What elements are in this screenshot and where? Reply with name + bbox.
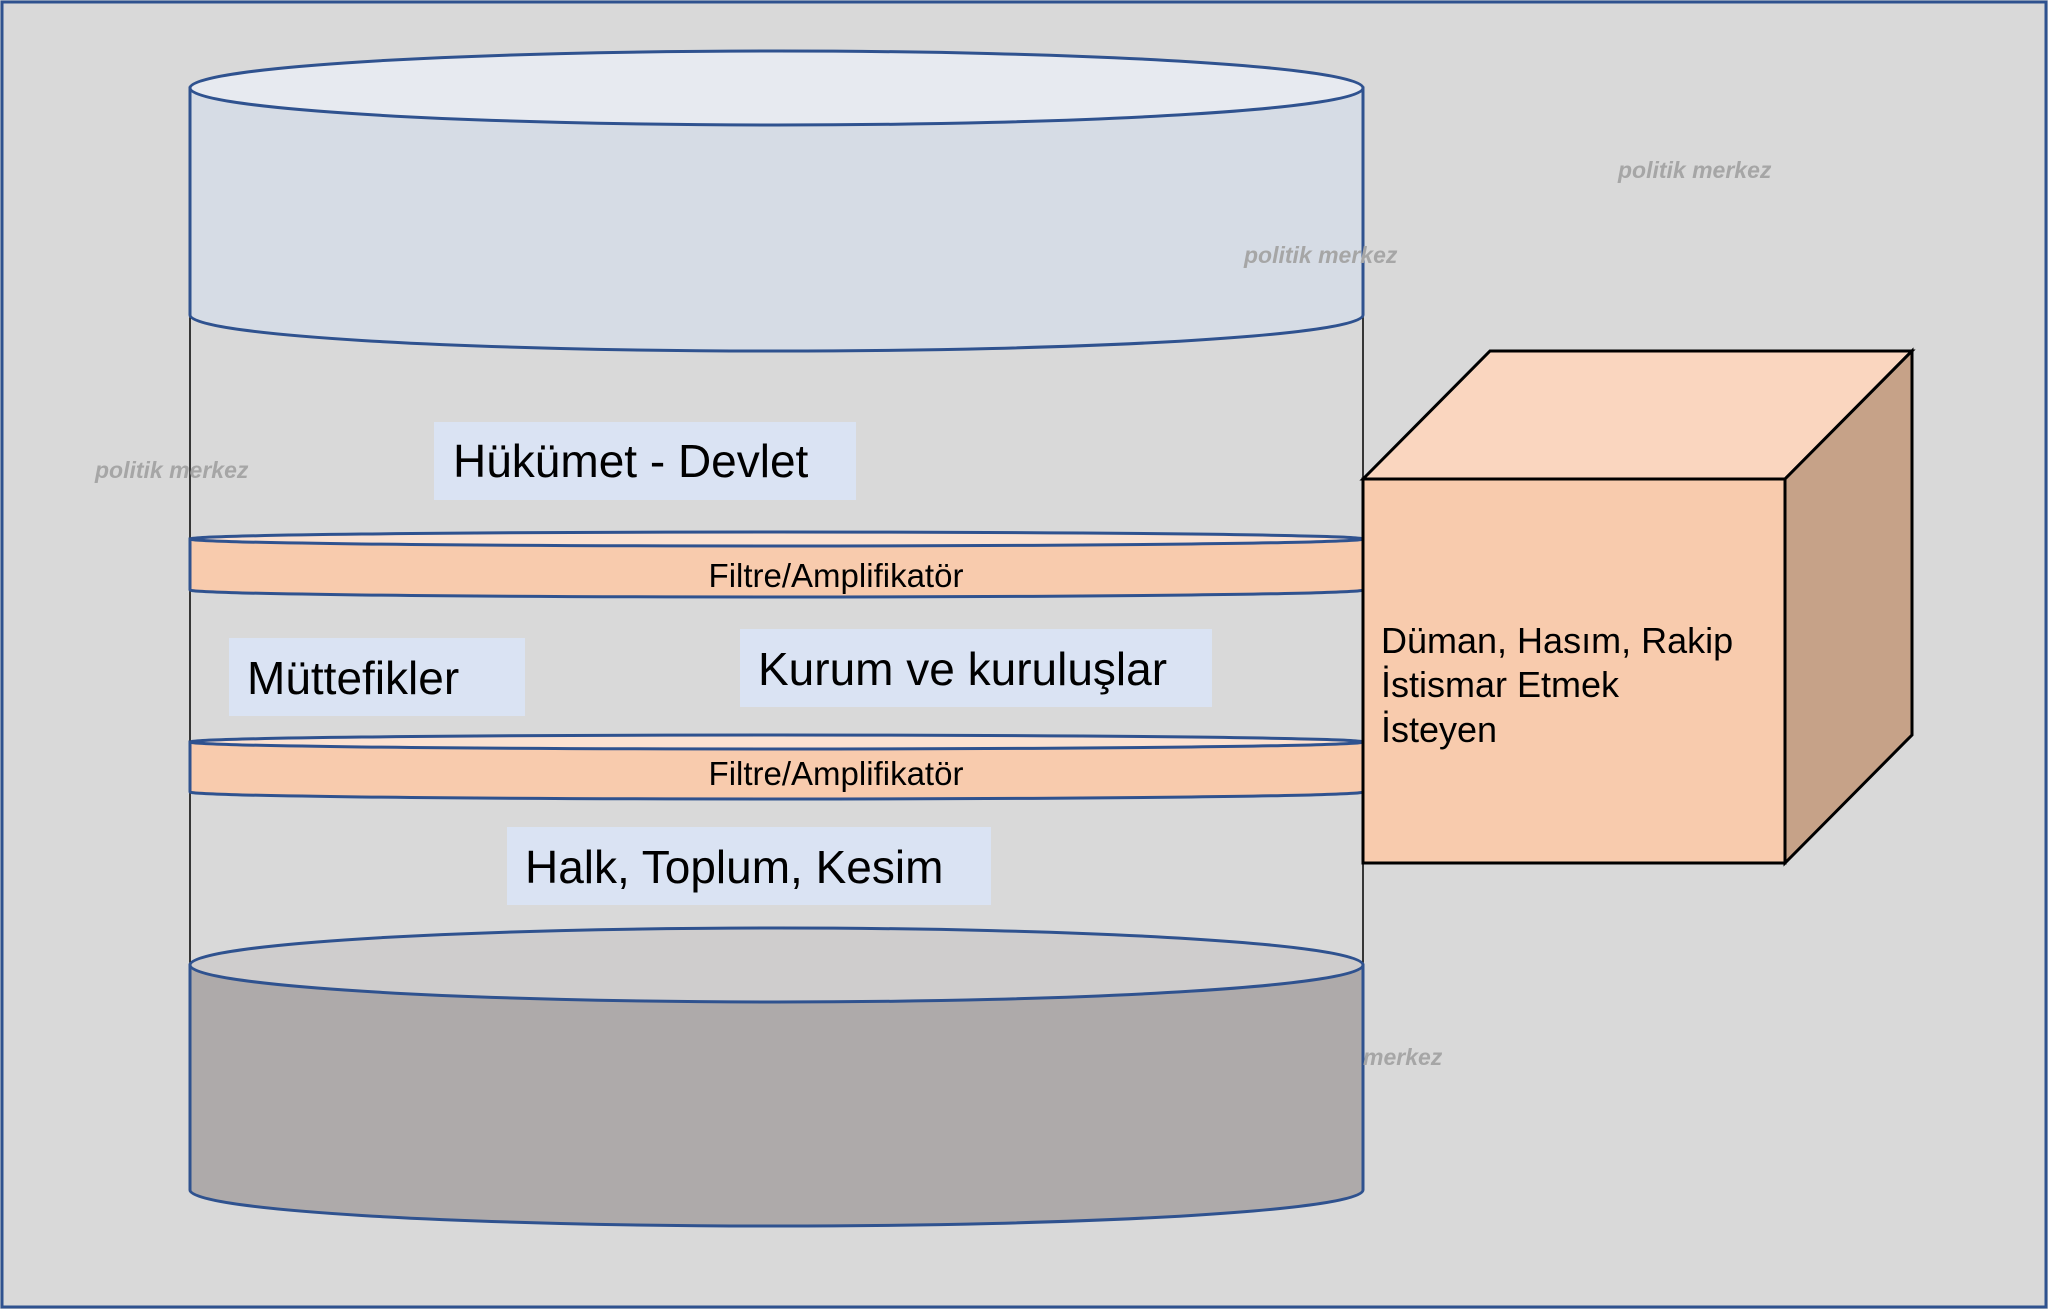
watermark-bottom: merkez — [1363, 1044, 1443, 1070]
allies-label: Müttefikler — [247, 652, 459, 704]
institutions-label-box: Kurum ve kuruluşlar — [740, 629, 1212, 707]
lower-filter-label: Filtre/Amplifikatör — [709, 755, 964, 792]
watermark-mid-top: politik merkez — [1243, 242, 1398, 268]
allies-label-box: Müttefikler — [229, 638, 525, 716]
public-label: Halk, Toplum, Kesim — [525, 841, 943, 893]
adversary-line-1: Düman, Hasım, Rakip — [1381, 620, 1733, 661]
government-label-box: Hükümet - Devlet — [434, 422, 856, 500]
upper-filter-label: Filtre/Amplifikatör — [709, 557, 964, 594]
top-cylinder-segment — [188, 49, 1365, 353]
adversary-line-3: İsteyen — [1381, 709, 1497, 750]
lower-filter-disc — [188, 733, 1365, 801]
public-label-box: Halk, Toplum, Kesim — [507, 827, 991, 905]
watermark-top-right: politik merkez — [1617, 157, 1772, 183]
bottom-cylinder-segment — [188, 926, 1365, 1228]
watermark-left: politik merkez — [94, 457, 249, 483]
cube-front-face — [1361, 477, 1787, 865]
adversary-cube: Düman, Hasım, Rakip İstismar Etmek İstey… — [1359, 347, 1916, 867]
institutions-label: Kurum ve kuruluşlar — [758, 643, 1167, 695]
government-label: Hükümet - Devlet — [453, 435, 809, 487]
adversary-line-2: İstismar Etmek — [1381, 664, 1620, 705]
